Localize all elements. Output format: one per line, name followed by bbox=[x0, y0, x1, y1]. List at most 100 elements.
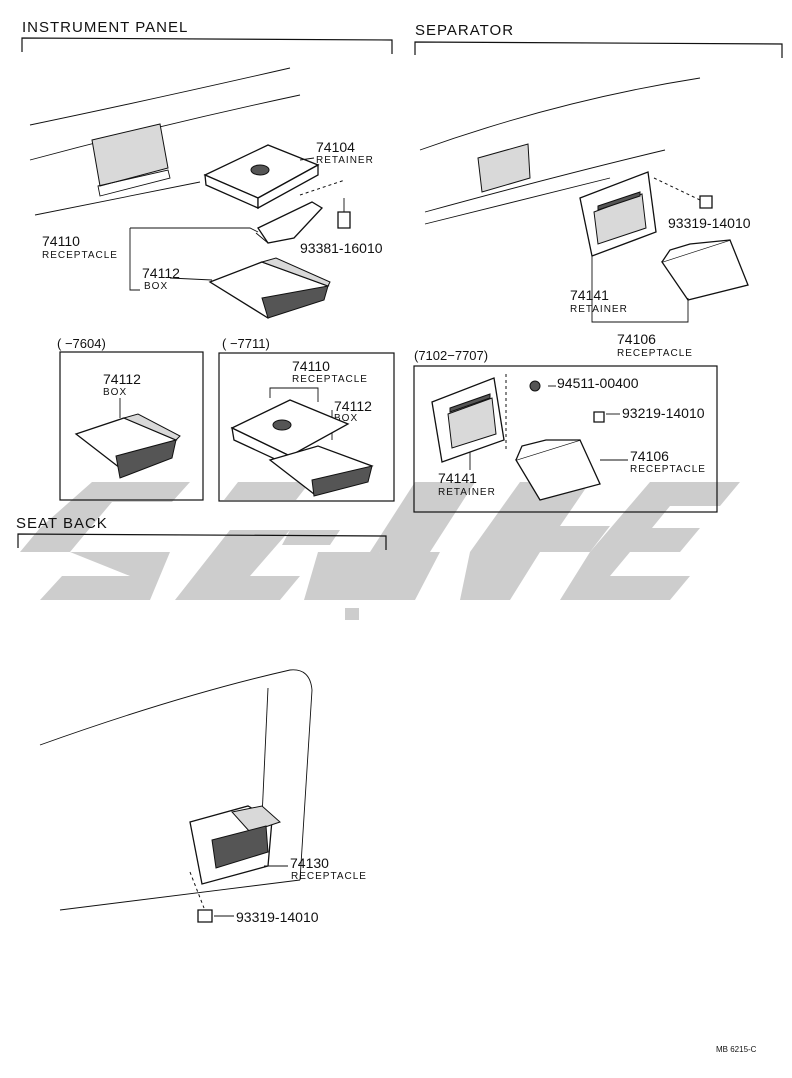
range-label: ( −7604) bbox=[57, 336, 106, 351]
seat-outline bbox=[59, 879, 301, 911]
screw-93381-drawing bbox=[337, 211, 351, 229]
label-74130: 74130 RECEPTACLE bbox=[290, 855, 367, 882]
dash-opening bbox=[91, 123, 169, 187]
part-number: 74112 bbox=[103, 371, 141, 387]
label-74104: 74104 RETAINER bbox=[316, 139, 374, 166]
leader-line bbox=[130, 227, 259, 233]
leader-line bbox=[299, 157, 315, 161]
part-name: RECEPTACLE bbox=[292, 374, 368, 385]
part-number: 74112 bbox=[142, 265, 180, 281]
part-name: RETAINER bbox=[438, 487, 496, 498]
part-number: 93319-14010 bbox=[668, 215, 751, 231]
leader-bracket bbox=[269, 387, 319, 402]
part-number: 74141 bbox=[438, 470, 477, 486]
leader-dashed bbox=[189, 871, 205, 909]
receptacle-tab bbox=[515, 439, 580, 461]
seat-outline bbox=[39, 669, 313, 881]
variant-frame bbox=[218, 352, 395, 502]
watermark bbox=[20, 482, 740, 620]
variant-frame bbox=[413, 365, 718, 513]
part-number: 74106 bbox=[630, 448, 669, 464]
box-74112-front bbox=[261, 285, 329, 319]
leader-line bbox=[129, 228, 140, 291]
label-93319-sep: 93319-14010 bbox=[668, 215, 751, 231]
seat-back-drawing bbox=[39, 669, 313, 923]
box-front bbox=[311, 465, 373, 497]
part-name: BOX bbox=[144, 281, 168, 292]
separator-opening bbox=[477, 143, 531, 193]
part-number: 74104 bbox=[316, 139, 355, 155]
seat-back-section: SEAT BACK bbox=[16, 515, 387, 550]
part-number: 74130 bbox=[290, 855, 329, 871]
section-bracket bbox=[21, 37, 393, 54]
dash-edge-line bbox=[29, 94, 301, 161]
retainer-slot bbox=[597, 191, 641, 211]
range-label: ( −7711) bbox=[222, 336, 270, 351]
leader-line bbox=[169, 277, 213, 281]
label-93381: 93381-16010 bbox=[300, 240, 383, 256]
variant-frame bbox=[59, 351, 204, 501]
box-back bbox=[122, 413, 181, 441]
part-number: 74141 bbox=[570, 287, 609, 303]
section-title: SEAT BACK bbox=[16, 515, 108, 532]
receptacle-tab bbox=[661, 239, 731, 263]
part-name: RETAINER bbox=[570, 304, 628, 315]
separator-edge-line bbox=[419, 77, 701, 151]
leader-dashed bbox=[653, 177, 701, 201]
part-number: 74110 bbox=[42, 233, 80, 249]
label-74141: 74141 RETAINER bbox=[570, 287, 628, 315]
section-title: INSTRUMENT PANEL bbox=[22, 19, 188, 36]
range-label: (7102−7707) bbox=[414, 348, 488, 363]
variant-7711-box: ( −7711) 74110 RECEPTACLE 74112 BOX bbox=[218, 336, 395, 502]
leader-dashed bbox=[299, 179, 346, 196]
nut-94511-drawing bbox=[529, 380, 541, 392]
label-74110: 74110 RECEPTACLE bbox=[42, 233, 118, 261]
bracket-edge bbox=[255, 232, 269, 244]
part-name: RECEPTACLE bbox=[42, 250, 118, 261]
part-number: 74110 bbox=[292, 358, 330, 374]
separator-edge-line bbox=[424, 149, 666, 213]
variant-7604-box: ( −7604) 74112 BOX bbox=[57, 336, 204, 501]
dash-opening-lip bbox=[97, 169, 171, 197]
separator-edge-line bbox=[424, 177, 611, 225]
screw-93219-drawing bbox=[593, 411, 605, 423]
part-number: 93219-14010 bbox=[622, 405, 705, 421]
label-74112: 74112 BOX bbox=[142, 265, 180, 292]
section-bracket bbox=[414, 41, 783, 58]
part-number: 93381-16010 bbox=[300, 240, 383, 256]
retainer-hole bbox=[250, 164, 270, 176]
screw-93319-seat-drawing bbox=[197, 909, 213, 923]
dash-edge-line bbox=[34, 181, 201, 216]
instrument-panel-section: INSTRUMENT PANEL bbox=[21, 19, 393, 54]
retainer-slot bbox=[449, 393, 491, 413]
part-number: 94511-00400 bbox=[557, 375, 639, 391]
separator-drawing bbox=[419, 77, 749, 301]
bracket-drawing bbox=[257, 201, 324, 244]
part-number: 93319-14010 bbox=[236, 909, 319, 925]
part-number: 74112 bbox=[334, 398, 372, 414]
label-74106: 74106 RECEPTACLE bbox=[617, 331, 693, 359]
label-93319-seat: 93319-14010 bbox=[236, 909, 319, 925]
variant-7102-7707-box: (7102−7707) 94511-00400 93219-14010 7410… bbox=[413, 348, 718, 513]
part-name: RECEPTACLE bbox=[630, 464, 706, 475]
instrument-panel-drawing bbox=[29, 67, 351, 319]
part-name: RECEPTACLE bbox=[617, 348, 693, 359]
screw-93319-drawing bbox=[699, 195, 713, 209]
section-bracket bbox=[17, 533, 387, 550]
box-74112-back bbox=[260, 257, 331, 287]
separator-section: SEPARATOR bbox=[414, 22, 783, 58]
retainer-opening bbox=[447, 397, 497, 449]
section-title: SEPARATOR bbox=[415, 22, 514, 39]
part-number: 74106 bbox=[617, 331, 656, 347]
receptacle-front bbox=[211, 825, 269, 869]
receptacle-hole bbox=[272, 419, 292, 431]
part-name: RETAINER bbox=[316, 155, 374, 166]
dash-edge-line bbox=[29, 67, 291, 126]
box-front bbox=[115, 439, 177, 479]
part-name: BOX bbox=[334, 413, 358, 424]
part-name: BOX bbox=[103, 387, 127, 398]
part-name: RECEPTACLE bbox=[291, 871, 367, 882]
receptacle-lid bbox=[231, 805, 281, 833]
